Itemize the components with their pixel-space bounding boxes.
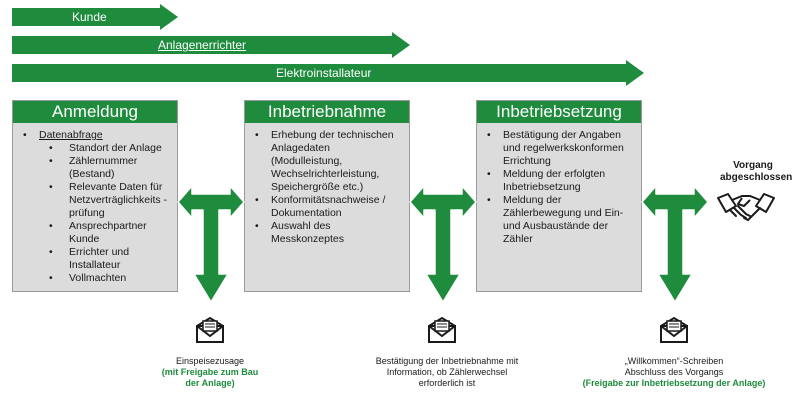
role-label-kunde: Kunde [72,10,107,24]
document-willkommen: „Willkommen“-Schreiben Abschluss des Vor… [574,356,774,389]
list-item: Bestätigung der Angaben und regelwerksko… [485,129,633,168]
envelope-icon [428,316,456,343]
list-item: Zählernummer (Bestand) [21,155,169,181]
section-datenabfrage: Datenabfrage [21,129,169,142]
list-item: Errichter und Installateur [21,246,169,272]
list-item: Standort der Anlage [21,142,169,155]
list-item: Meldung der Zählerbewegung und Ein- und … [485,194,633,246]
list-item: Meldung der erfolgten Inbetriebsetzung [485,168,633,194]
list-item: Konformitätsnachweise / Dokumentation [253,194,401,220]
list-item: Ansprechpartner Kunde [21,220,169,246]
list-item: Vollmachten [21,272,169,285]
completion-label: Vorgang abgeschlossen [720,160,793,183]
document-bestaetigung: Bestätigung der Inbetriebnahme mit Infor… [372,356,522,389]
document-text: Einspeisezusage [175,356,245,366]
phase-anmeldung: Anmeldung Datenabfrage Standort der Anla… [12,100,178,292]
envelope-icon [196,316,224,343]
list-item: Erhebung der technischen Anlagedaten (Mo… [253,129,401,194]
phase-inbetriebsetzung: Inbetriebsetzung Bestätigung der Angaben… [476,100,642,292]
document-text: Bestätigung der Inbetriebnahme mit Infor… [375,356,519,388]
envelope-icon [660,316,688,343]
document-einspeisezusage: Einspeisezusage (mit Freigabe zum Bau de… [130,356,290,389]
document-highlight: (mit Freigabe zum Bau der Anlage) [161,367,259,388]
connector-arrow-3 [641,185,709,303]
phase-title: Anmeldung [13,101,177,123]
role-label-elektroinstallateur: Elektroinstallateur [276,66,372,80]
phase-title: Inbetriebnahme [245,101,409,123]
list-item: Auswahl des Messkonzeptes [253,220,401,246]
role-arrow-anlagenerrichter: Anlagenerrichter [12,32,410,58]
connector-arrow-2 [409,185,477,303]
list-item: Relevante Daten für Netzverträglichkeits… [21,181,169,220]
connector-arrow-1 [177,185,245,303]
document-text: „Willkommen“-Schreiben Abschluss des Vor… [624,356,724,377]
role-label-anlagenerrichter: Anlagenerrichter [158,38,247,52]
phase-title: Inbetriebsetzung [477,101,641,123]
phase-inbetriebnahme: Inbetriebnahme Erhebung der technischen … [244,100,410,292]
role-arrow-kunde: Kunde [12,4,178,30]
document-highlight: (Freigabe zur Inbetriebsetzung der Anlag… [582,378,766,388]
handshake-icon [717,193,775,222]
role-arrow-elektroinstallateur: Elektroinstallateur [12,60,644,86]
